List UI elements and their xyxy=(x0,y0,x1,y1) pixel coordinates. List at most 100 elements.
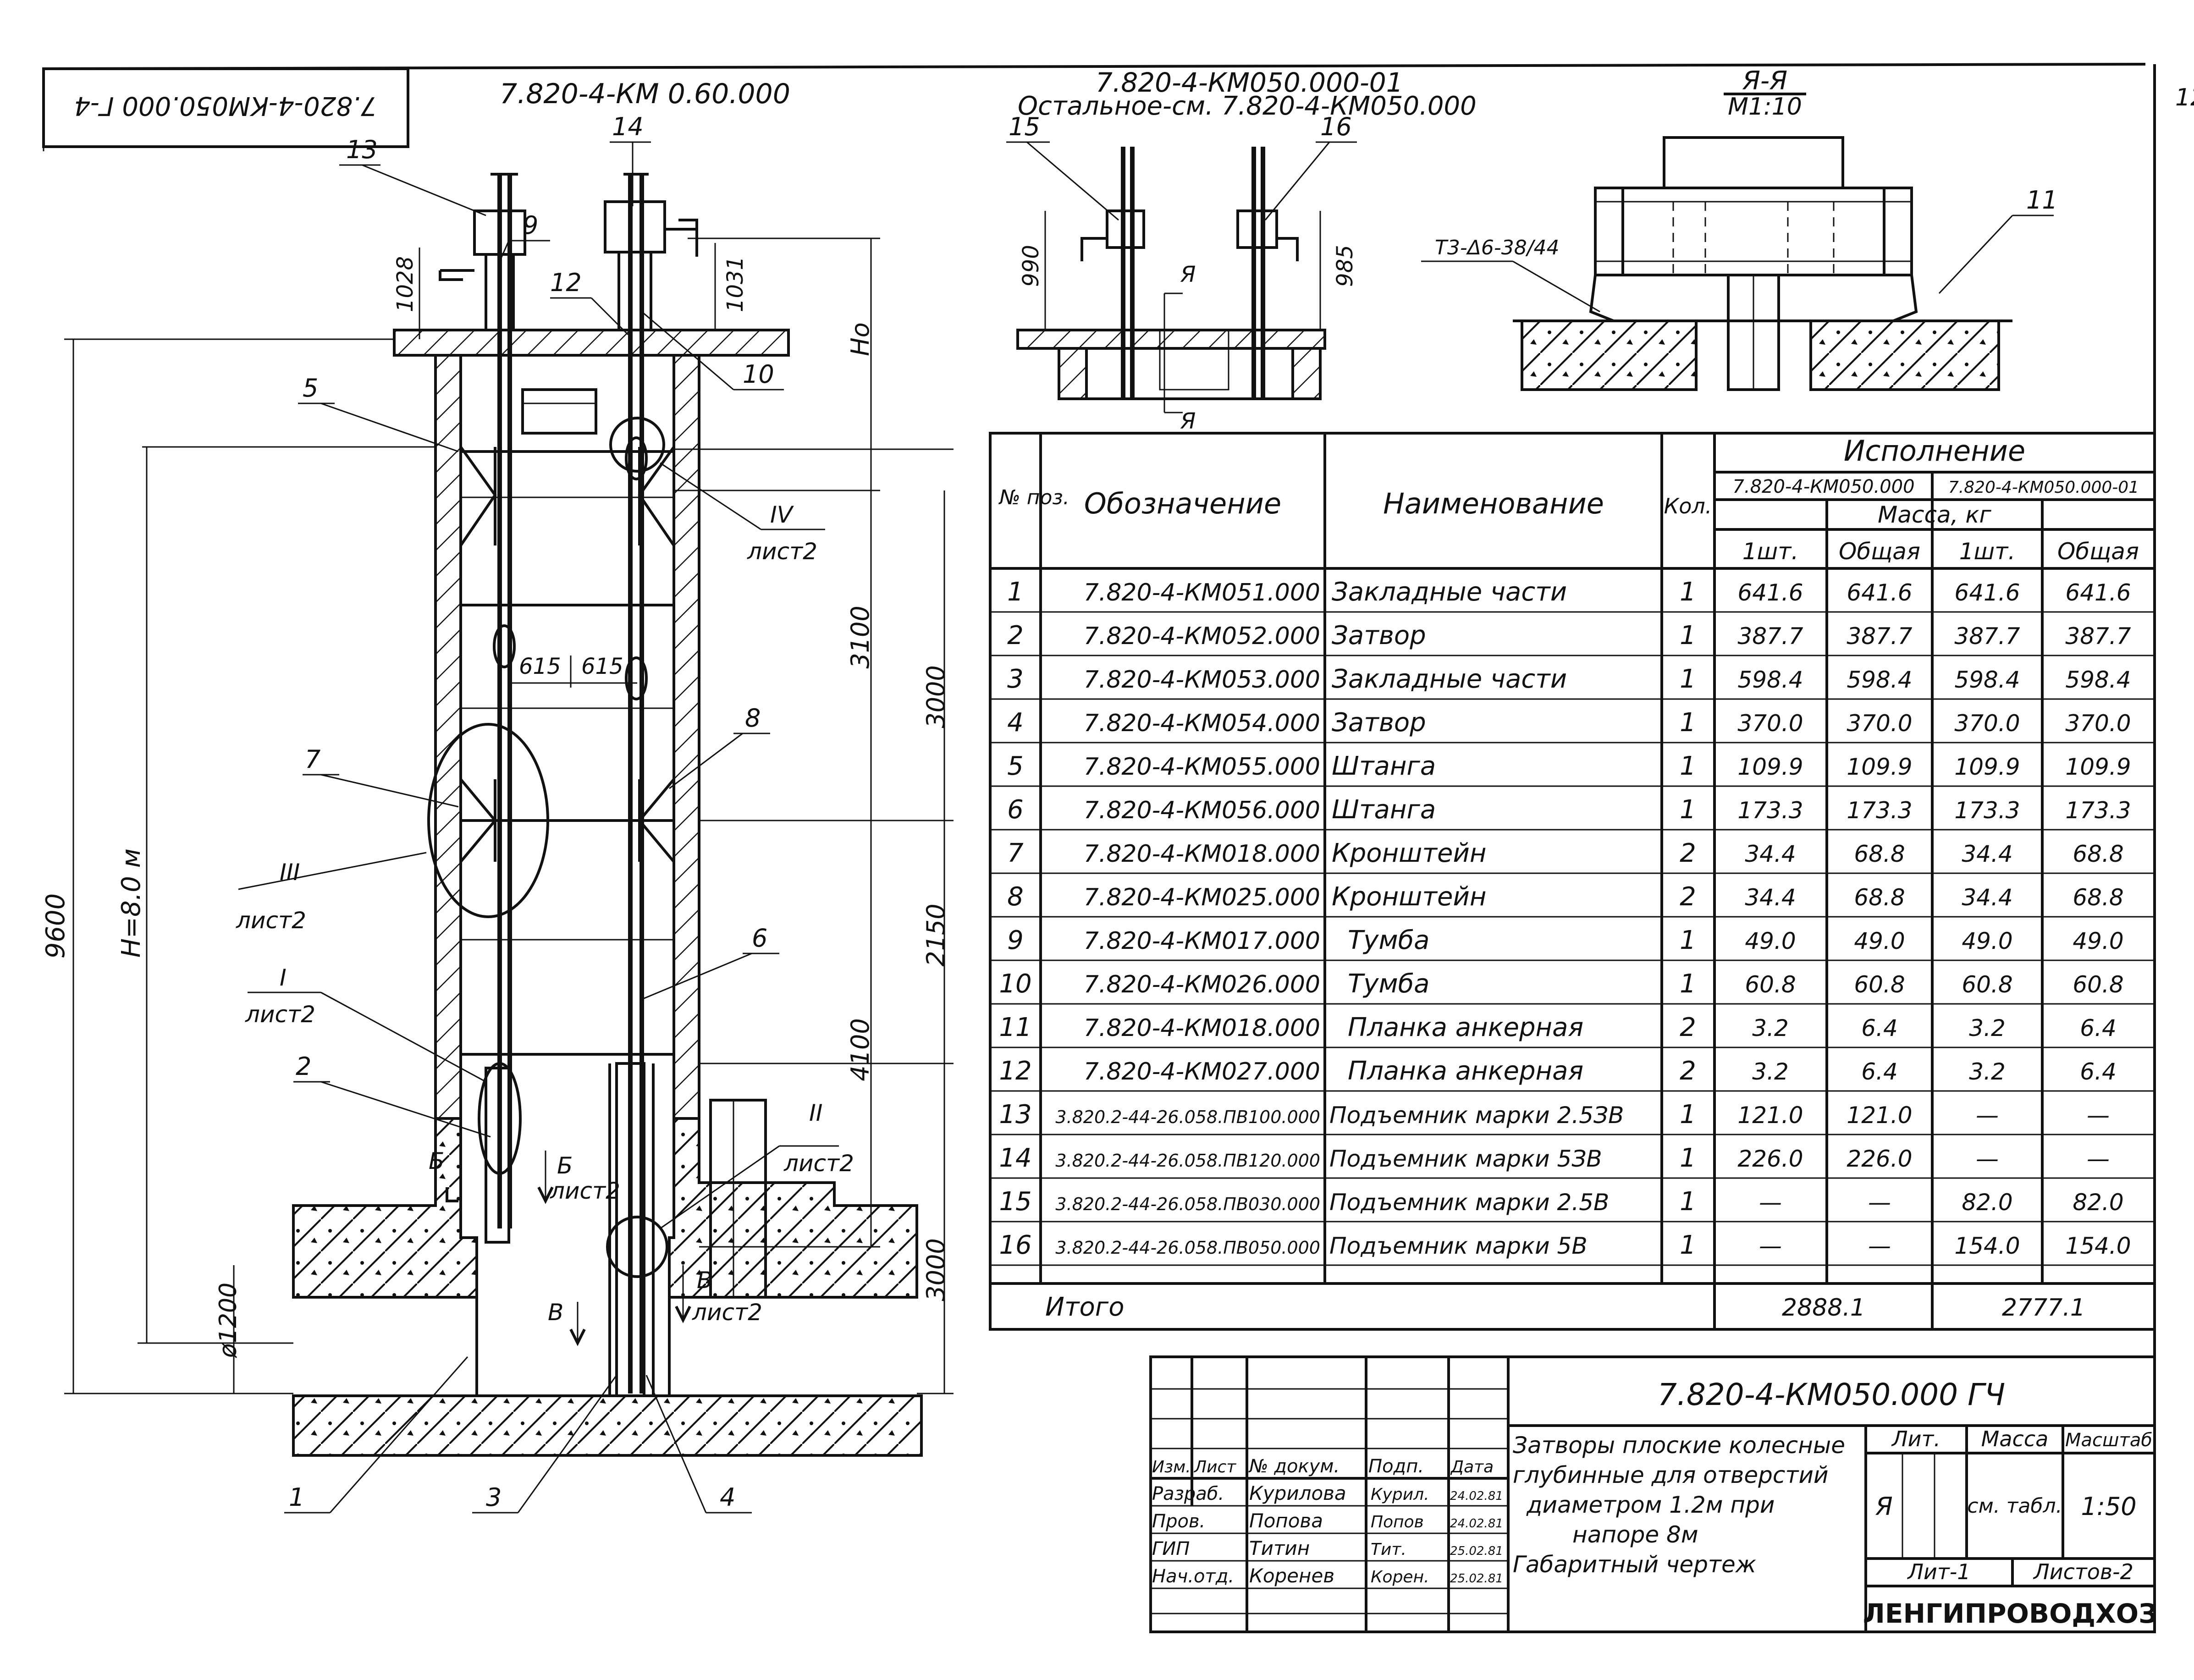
header-execution: Исполнение xyxy=(1844,434,2025,468)
cell: 154.0 xyxy=(2065,1233,2131,1259)
cell: 109.9 xyxy=(2065,754,2131,780)
cell: 49.0 xyxy=(1854,928,1905,954)
staff-name: Коренев xyxy=(1249,1564,1334,1587)
cell: 49.0 xyxy=(2073,928,2123,954)
description-line-2: глубинные для отверстий xyxy=(1513,1462,1828,1488)
cell: 15 xyxy=(999,1187,1031,1217)
cell: — xyxy=(1759,1233,1782,1259)
cell: 226.0 xyxy=(1737,1146,1803,1172)
cell: 7.820-4-КМ054.000 xyxy=(1084,710,1320,737)
cell: 1 xyxy=(1680,1143,1696,1173)
staff-date: 25.02.81 xyxy=(1450,1544,1503,1558)
cell: 8 xyxy=(1007,882,1024,912)
dim-1028: 1028 xyxy=(392,256,418,312)
cell: 109.9 xyxy=(1737,754,1803,780)
callout-16: 16 xyxy=(1320,112,1352,141)
header-pos: № поз. xyxy=(998,486,1069,509)
view-b: Б xyxy=(429,1148,444,1174)
dim-3000-lower: 3000 xyxy=(921,1238,950,1301)
cell: 3.2 xyxy=(1969,1058,2006,1085)
cell: 3.2 xyxy=(1752,1058,1789,1085)
lit-value: Я xyxy=(1875,1492,1893,1521)
cell: 82.0 xyxy=(1962,1189,2012,1216)
cell: 60.8 xyxy=(2073,971,2123,998)
cell: 16 xyxy=(999,1230,1031,1260)
cell: Затвор xyxy=(1332,621,1426,650)
cell: 34.4 xyxy=(1745,841,1796,867)
view-iii-sheet: лист2 xyxy=(236,907,306,934)
callout-8: 8 xyxy=(745,704,761,733)
cell: 1 xyxy=(1680,708,1696,738)
callout-5: 5 xyxy=(303,374,318,402)
top-hoist-view: Я Я 990 985 15 16 xyxy=(1006,112,1358,434)
title-block: 7.820-4-КМ050.000 ГЧ Затворы плоские кол… xyxy=(1149,1355,2157,1633)
cell: 6 xyxy=(1007,795,1024,825)
cell: 68.8 xyxy=(2073,841,2123,867)
callout-7: 7 xyxy=(305,745,320,774)
description-line-1: Затворы плоские колесные xyxy=(1513,1432,1845,1459)
view-v: В xyxy=(548,1299,563,1326)
cell: 82.0 xyxy=(2073,1189,2123,1216)
staff-name: Курилова xyxy=(1249,1482,1346,1504)
cell: 641.6 xyxy=(1737,579,1803,606)
callout-2: 2 xyxy=(296,1052,311,1081)
staff-name: Титин xyxy=(1249,1537,1310,1559)
total-exec1: 2888.1 xyxy=(1782,1294,1865,1322)
callout-15: 15 xyxy=(1009,112,1040,141)
dim-615-left: 615 xyxy=(519,654,561,679)
cell: 598.4 xyxy=(1847,666,1912,693)
cell: 7.820-4-КМ017.000 xyxy=(1084,927,1320,955)
cell: Подъемник марки 2.5ЗВ xyxy=(1329,1102,1624,1129)
cell: 3.820.2-44-26.058.ПВ050.000 xyxy=(1055,1238,1320,1258)
cell: 173.3 xyxy=(1847,797,1912,824)
header-exec2: 7.820-4-КМ050.000-01 xyxy=(1948,478,2139,497)
header-mass: Масса, кг xyxy=(1878,501,1991,528)
cell: 173.3 xyxy=(2065,797,2131,824)
mass-value: см. табл. xyxy=(1967,1494,2062,1518)
cell: 2 xyxy=(1680,1013,1696,1042)
view-iii: III xyxy=(280,859,300,886)
cell: 1 xyxy=(1680,925,1696,955)
cell: 34.4 xyxy=(1962,884,2012,911)
cell: Подъемник марки 2.5В xyxy=(1329,1189,1609,1216)
cell: 387.7 xyxy=(1847,623,1912,650)
staff-date: 25.02.81 xyxy=(1450,1572,1503,1586)
dim-3100: 3100 xyxy=(846,606,875,668)
callout-13: 13 xyxy=(346,135,378,164)
cell: 370.0 xyxy=(1954,710,2020,737)
cell: 60.8 xyxy=(1745,971,1796,998)
col-label: Лист xyxy=(1193,1458,1236,1476)
cell: — xyxy=(2087,1146,2110,1172)
dimension-lines-main: 9600 Н=8.0 м ø1200 1028 1031 Нo 3100 300… xyxy=(41,237,954,1394)
staff-role: Нач.отд. xyxy=(1152,1566,1234,1587)
cell: Подъемник марки 5В xyxy=(1329,1233,1588,1259)
cell: Закладные части xyxy=(1332,577,1567,607)
dim-985: 985 xyxy=(1332,245,1358,287)
cell: 641.6 xyxy=(1847,579,1912,606)
view-ii-sheet: лист2 xyxy=(783,1150,854,1177)
sheets-label: Листов-2 xyxy=(2033,1559,2133,1584)
cell: 11 xyxy=(999,1013,1031,1042)
view-v-arrow: В xyxy=(697,1267,712,1294)
cell: — xyxy=(1976,1102,1999,1129)
cell: 1 xyxy=(1680,795,1696,825)
cell: 6.4 xyxy=(1861,1015,1898,1041)
dim-1200: ø1200 xyxy=(215,1283,242,1358)
cell: 60.8 xyxy=(1854,971,1905,998)
cell: Штанга xyxy=(1332,751,1436,781)
view-ii: II xyxy=(809,1100,823,1126)
cell: 1 xyxy=(1680,1100,1696,1129)
section-scale: М1:10 xyxy=(1728,93,1802,121)
cell: 12 xyxy=(999,1056,1031,1086)
cell: 370.0 xyxy=(2065,710,2131,737)
staff-role: Пров. xyxy=(1152,1511,1205,1532)
staff-role: Разраб. xyxy=(1152,1483,1224,1504)
scale-value: 1:50 xyxy=(2081,1492,2136,1521)
dim-h8: Н=8.0 м xyxy=(116,848,146,958)
cell: 34.4 xyxy=(1962,841,2012,867)
callout-9: 9 xyxy=(523,211,538,240)
cell: 68.8 xyxy=(2073,884,2123,911)
sheet-number: 12 xyxy=(2175,84,2194,111)
callout-4: 4 xyxy=(720,1483,735,1512)
cell: Тумба xyxy=(1348,969,1429,999)
